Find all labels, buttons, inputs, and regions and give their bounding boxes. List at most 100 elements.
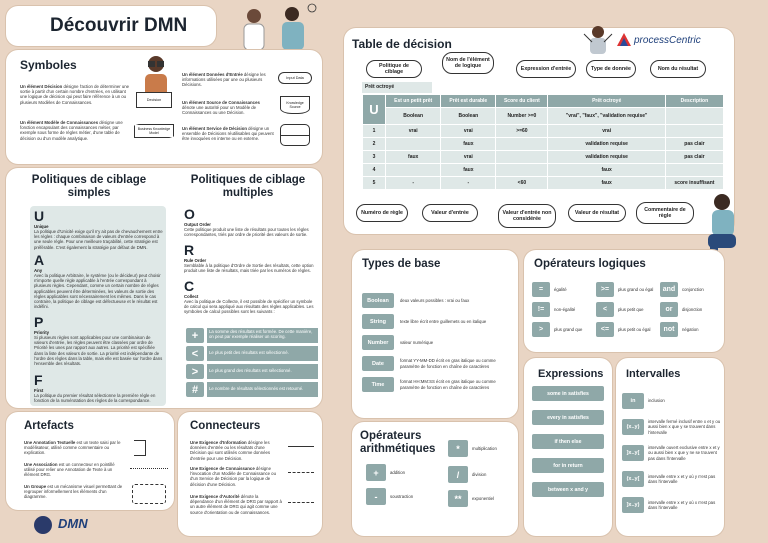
shrugging-person-illustration [583,26,613,54]
symboles-title: Symboles [20,58,77,72]
arith-op-text: addition [390,469,406,475]
logic-op: >=plus grand ou égal [596,282,658,297]
policy-name: Priority [34,330,50,335]
processcentric-logo: processCentric [616,32,701,48]
logic-op-symbol: < [596,302,614,317]
rule-cell [496,151,548,163]
logic-op-symbol: != [532,302,550,317]
artefact-text: est un mécanisme visuel permettant de re… [24,484,123,500]
connector-lead: Une Exigence de Connaissance [190,466,255,471]
politiques-card: Politiques de ciblage simples Politiques… [6,168,322,408]
interval-symbol: ]x..y) [622,497,644,513]
rule-cell: pas clair [665,138,723,150]
multiple-policies-title: Politiques de ciblage multiples [190,174,306,199]
type-name: Date [362,356,394,371]
logic-op: !=non-égalité [532,302,594,317]
rule-number: 3 [363,151,385,163]
annotation-symbol [134,440,146,456]
page-title: Découvrir DMN [50,15,188,36]
policy-letter: U [34,208,45,224]
interval-text: intervalle fermé inclusif entre x et y o… [648,419,721,435]
interval-row: ]x..y[intervalle ouvert exclusive entre … [622,440,722,466]
logic-op: = égalité [532,282,594,297]
artefact-text: est un connecteur en pointillé utilisé p… [24,462,115,478]
interval-symbol: (x..y) [622,419,644,435]
artefacts-card: Artefacts Une Annotation Textuelle est u… [6,412,174,510]
type-cell: Boolean [441,108,496,124]
arith-op-subtract: -soustraction [366,488,413,505]
expression-item: every in satisfies [532,410,604,425]
knowledge-source-symbol: Knowledge Source [280,96,310,114]
policy-text: La politique du premier résultat sélecti… [34,393,156,404]
type-cell [665,108,723,124]
type-name: Time [362,377,394,392]
type-row: Time format HH:MM:SS écrit en gras itali… [362,374,514,395]
input-text: désigne les informations utilisées par u… [182,72,266,88]
dmn-logo: DMN [58,516,88,531]
column-header: Est un petit prêt [386,95,441,107]
multiple-policies-list: O Output Order Cette politique produit u… [184,206,316,315]
type-row: Date format YY-MM-DD écrit en gras itali… [362,353,514,374]
decision-table: U Est un petit prêt Prêt est durable Sco… [362,94,724,190]
symboles-card: Symboles Decision Un élément Décision dé… [6,50,322,164]
rule-cell: >=60 [496,125,548,137]
logic-op-text: égalité [554,286,567,292]
rule-row: 3 faux vrai validation requise pas clair [363,151,723,163]
input-description: Un élément Données d'Entrée désigne les … [182,72,274,88]
rule-cell: faux [548,164,665,176]
callout-input-value: Valeur d'entrée [422,204,478,222]
interval-symbol: ]x..y[ [622,445,644,461]
source-symbol-label: Knowledge Source [286,101,304,109]
simple-policies-title: Politiques de ciblage simples [31,174,147,199]
type-name: Boolean [362,293,394,308]
connector-text: désigne l'invocation d'un Modèle de Conn… [190,466,276,487]
policy-text: Si plusieurs règles sont applicables pou… [34,335,163,367]
sitting-person-illustration [708,194,736,272]
column-header: Prêt est durable [441,95,496,107]
logic-op-text: plus petit que [618,306,644,312]
decision-table-name: Prêt octroyé [362,82,432,93]
model-symbol-label: Business Knowledge Model [137,127,171,135]
expression-item: some in satisfies [532,386,604,401]
rule-cell: vrai [441,151,496,163]
type-description: valeur numérique [400,339,434,345]
policy-text: Cette politique produit une liste de rés… [184,227,309,238]
rule-cell: pas clair [665,151,723,163]
logic-op-symbol: <= [596,322,614,337]
type-cell: Boolean [386,108,441,124]
policy-any: A Any Avec la politique Arbitraire, le s… [34,252,164,314]
types-card: Types de base Boolean deux valeurs possi… [352,250,518,418]
logic-operators-title: Opérateurs logiques [534,258,646,270]
rule-cell: vrai [548,125,665,137]
university-logo [34,516,52,534]
artefact-group: Un Groupe est un mécanisme visuel permet… [24,484,124,500]
connector-text: dénote la dépendance d'un élément de DRG… [190,494,282,515]
rule-cell: - [441,177,496,189]
type-cell: "vrai", "faux", "validation requise" [548,108,665,124]
logic-op-symbol: not [660,322,678,337]
model-description: Un élément Modèle de Connaissances désig… [20,120,132,141]
logic-op-text: disjonction [682,306,703,312]
policy-text: La politique d'Unicité exige qu'il n'y a… [34,229,163,250]
input-symbol-label: Input Data [286,76,304,80]
arith-op-symbol: - [366,488,386,505]
interval-text: intervalle entre x et y où x n'est pas d… [648,499,716,510]
policy-name: Rule Order [184,258,207,263]
logic-op-symbol: = [532,282,550,297]
collect-operators: + La somme des résultats est formée. De … [186,328,318,397]
rule-number: 4 [363,164,385,176]
model-symbol: Business Knowledge Model [134,124,174,138]
policy-letter: P [34,314,44,330]
policy-name: Unique [34,224,49,229]
callout-rule-comment: Commentaire de règle [636,202,694,224]
type-row: Boolean Boolean Number >=0 "vrai", "faux… [363,108,723,124]
arith-op-text: division [472,471,487,477]
connector-knowledge: Une Exigence de Connaissance désigne l'i… [190,466,282,487]
service-description: Un élément Service de Décision désigne u… [182,126,274,142]
interval-text: inclusion [648,398,665,404]
source-description: Un élément Source de Connaissances dénot… [182,100,274,116]
collect-op-row: # Le nombre de résultats sélectionnés es… [186,382,318,397]
